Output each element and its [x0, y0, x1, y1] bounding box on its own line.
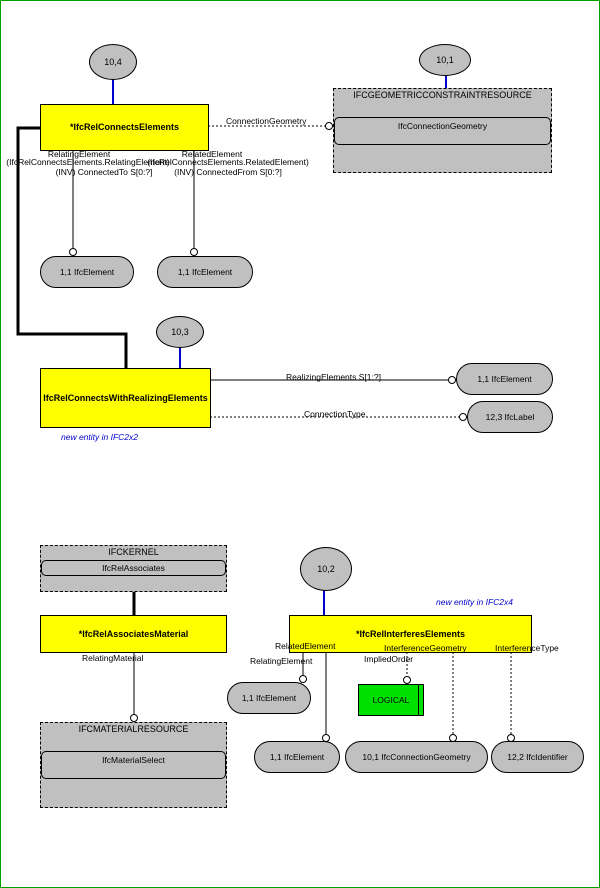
- target-element-c[interactable]: 1,1 IfcElement: [227, 682, 311, 714]
- label-relating-inverse-2: (INV) ConnectedTo S[0:?]: [55, 167, 153, 177]
- label-relating-element: RelatingElement: [47, 149, 111, 159]
- relating-material-end: [130, 714, 138, 722]
- schema-geometric-constraint-resource[interactable]: IFCGEOMETRICCONSTRAINTRESOURCE IfcConnec…: [333, 88, 552, 173]
- label-connection-geometry: ConnectionGeometry: [226, 116, 307, 126]
- label-implied-order: ImpliedOrder: [364, 654, 414, 664]
- related-element-2-end: [299, 675, 307, 683]
- label-relating-material: RelatingMaterial: [82, 653, 144, 663]
- label-related-inverse-1: (IfcRelConnectsElements.RelatedElement): [147, 157, 309, 167]
- label-realizing-elements: RealizingElements S[1:?]: [286, 372, 381, 382]
- target-label[interactable]: 12,3 IfcLabel: [467, 401, 553, 433]
- entity-rel-interferes-elements[interactable]: *IfcRelInterferesElements: [289, 615, 532, 653]
- label-interference-geometry: InterferenceGeometry: [384, 643, 467, 653]
- related-element-end: [190, 248, 198, 256]
- connection-geometry-end: [325, 122, 333, 130]
- label-relating-inverse-1: (IfcRelConnectsElements.RelatingElement): [6, 157, 170, 167]
- target-element-b[interactable]: 1,1 IfcElement: [157, 256, 253, 288]
- label-interference-type: InterferenceType: [495, 643, 559, 653]
- label-related-element-2: RelatedElement: [275, 641, 336, 651]
- entity-rel-connects-with-realizing-elements[interactable]: IfcRelConnectsWithRealizingElements: [40, 368, 211, 428]
- schema-item-connection-geometry[interactable]: IfcConnectionGeometry: [334, 117, 551, 145]
- note-new-entity-ifc2x4: new entity in IFC2x4: [436, 597, 514, 607]
- label-related-element: RelatedElement: [181, 149, 243, 159]
- label-relating-element-2: RelatingElement: [250, 656, 313, 666]
- page-ref-10-1[interactable]: 10,1: [419, 44, 471, 76]
- schema-title: IFCKERNEL: [108, 547, 159, 557]
- schema-kernel[interactable]: IFCKERNEL IfcRelAssociates: [40, 545, 227, 592]
- page-ref-10-3[interactable]: 10,3: [156, 316, 204, 348]
- schema-title: IFCMATERIALRESOURCE: [78, 724, 189, 734]
- implied-order-end: [403, 676, 411, 684]
- relating-element-end: [69, 248, 77, 256]
- schema-title: IFCGEOMETRICCONSTRAINTRESOURCE: [353, 90, 532, 100]
- target-connection-geometry[interactable]: 10,1 IfcConnectionGeometry: [345, 741, 488, 773]
- supertype-link: [16, 126, 128, 368]
- entity-rel-connects-elements[interactable]: *IfcRelConnectsElements: [40, 104, 209, 151]
- logical-bar: [418, 685, 419, 715]
- page-ref-10-2[interactable]: 10,2: [300, 547, 352, 591]
- logical-label: LOGICAL: [372, 695, 410, 705]
- label-connection-type: ConnectionType: [304, 409, 366, 419]
- target-realizing-element[interactable]: 1,1 IfcElement: [456, 363, 553, 395]
- schema-item-material-select[interactable]: IfcMaterialSelect: [41, 751, 226, 779]
- realizing-elements-end: [448, 376, 456, 384]
- target-element-d[interactable]: 1,1 IfcElement: [254, 741, 340, 773]
- schema-material-resource[interactable]: IFCMATERIALRESOURCE IfcMaterialSelect: [40, 722, 227, 808]
- entity-rel-associates-material[interactable]: *IfcRelAssociatesMaterial: [40, 615, 227, 653]
- page-ref-10-4[interactable]: 10,4: [89, 44, 137, 80]
- connection-type-end: [459, 413, 467, 421]
- target-element-a[interactable]: 1,1 IfcElement: [40, 256, 134, 288]
- target-logical[interactable]: LOGICAL: [358, 684, 424, 716]
- target-identifier[interactable]: 12,2 IfcIdentifier: [491, 741, 584, 773]
- schema-item-rel-associates[interactable]: IfcRelAssociates: [41, 560, 226, 576]
- label-related-inverse-2: (INV) ConnectedFrom S[0:?]: [174, 167, 282, 177]
- note-new-entity-ifc2x2: new entity in IFC2x2: [61, 432, 139, 442]
